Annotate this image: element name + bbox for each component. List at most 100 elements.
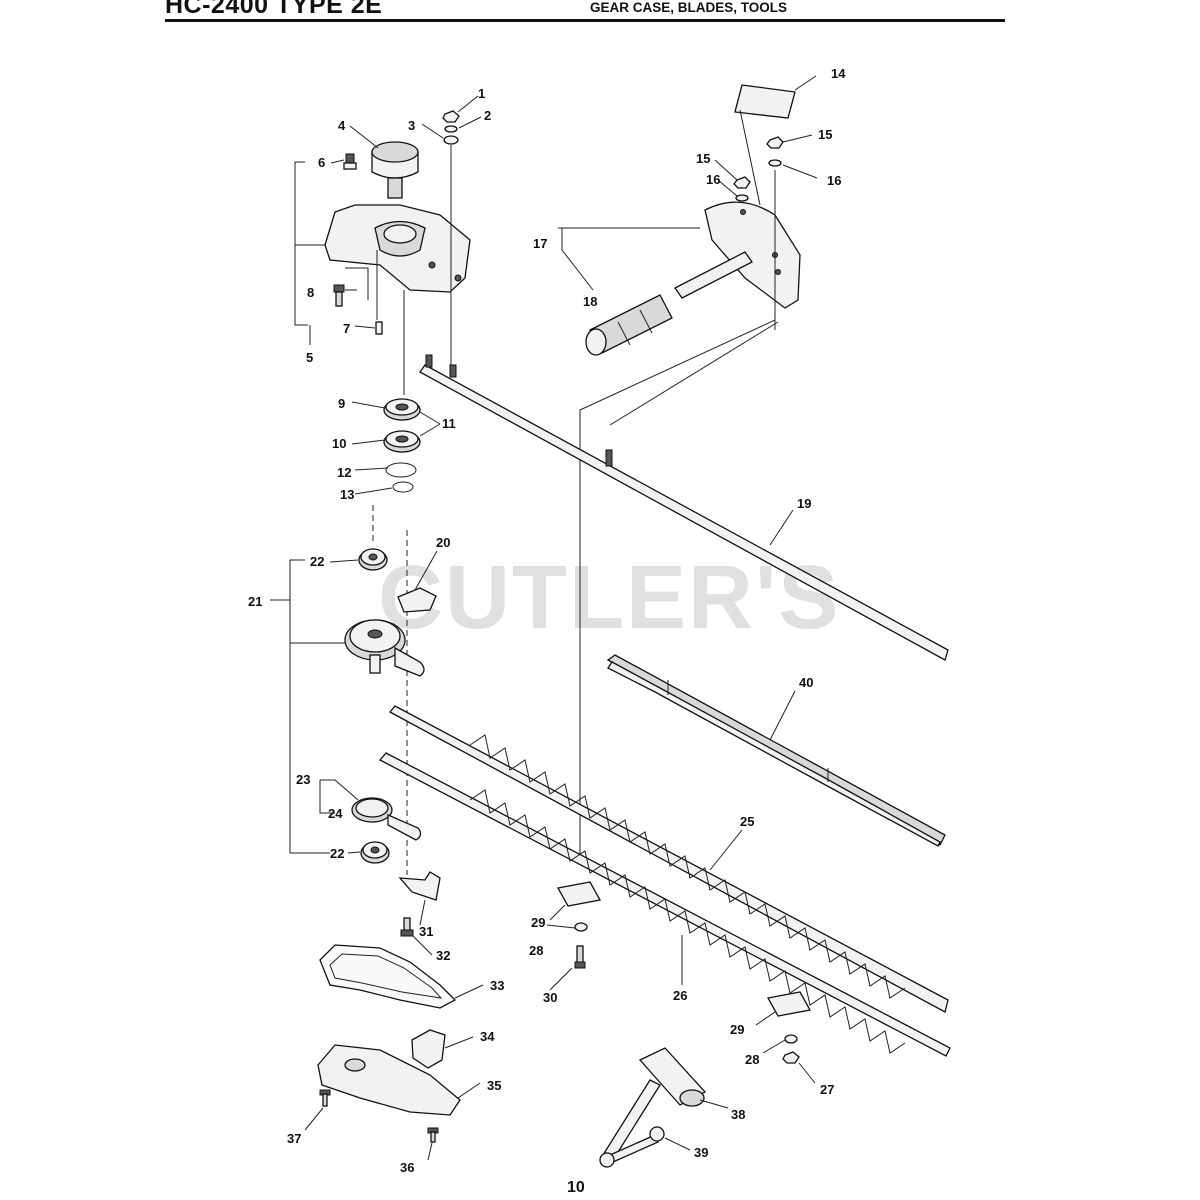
guide-line <box>579 319 776 860</box>
bolt-32-part <box>400 917 414 937</box>
bracket-5 <box>294 161 325 345</box>
guide-31-part <box>398 871 441 901</box>
cover-35-hub <box>344 1058 366 1072</box>
callout-30: 30 <box>543 990 557 1005</box>
callout-9: 9 <box>338 396 345 411</box>
nut-27-part <box>782 1051 800 1064</box>
grease-fitting-part <box>343 153 357 170</box>
callout-21: 21 <box>248 594 262 609</box>
bracket-21 <box>270 559 345 854</box>
callout-29-right: 29 <box>730 1022 744 1037</box>
bearing-9-part <box>383 398 421 421</box>
pin-part <box>375 321 383 335</box>
callout-16-right: 16 <box>827 173 841 188</box>
bearing-22-top-part <box>358 548 388 571</box>
callout-26: 26 <box>673 988 687 1003</box>
snap-ring-13-part <box>392 481 414 493</box>
callout-40: 40 <box>799 675 813 690</box>
callout-10: 10 <box>332 436 346 451</box>
page-number: 10 <box>567 1179 585 1196</box>
grip-18-part <box>585 294 673 356</box>
gear-case-part <box>324 204 471 293</box>
guide-line <box>609 321 779 426</box>
blade-25-part <box>388 705 949 1013</box>
callout-24: 24 <box>328 806 343 821</box>
callout-7: 7 <box>343 321 350 336</box>
eccentric-24-part <box>351 797 422 841</box>
bolt-8-part <box>333 284 345 307</box>
handle-plate-17-part <box>704 201 801 309</box>
callout-16-left: 16 <box>706 172 720 187</box>
callout-labels: 1 2 3 4 5 6 7 8 9 10 11 12 13 14 15 15 1… <box>248 66 846 1175</box>
callout-18: 18 <box>583 294 597 309</box>
callout-33: 33 <box>490 978 504 993</box>
screw-37-part <box>319 1089 331 1107</box>
callout-27: 27 <box>820 1082 834 1097</box>
wrench-39-part <box>599 1126 665 1168</box>
callout-25: 25 <box>740 814 754 829</box>
snap-ring-12-part <box>385 462 417 478</box>
callout-4: 4 <box>338 118 346 133</box>
callout-38: 38 <box>731 1107 745 1122</box>
leader-8 <box>345 267 369 300</box>
bracket-23 <box>319 779 359 814</box>
callout-22-bottom: 22 <box>330 846 344 861</box>
callout-1: 1 <box>478 86 485 101</box>
handle-tube-part <box>674 251 753 299</box>
gasket-33-part <box>319 944 457 1009</box>
header-rule <box>165 19 1005 22</box>
callout-17: 17 <box>533 236 547 251</box>
callout-14: 14 <box>831 66 846 81</box>
callout-28-right: 28 <box>745 1052 759 1067</box>
callout-32: 32 <box>436 948 450 963</box>
callout-19: 19 <box>797 496 811 511</box>
callout-36: 36 <box>400 1160 414 1175</box>
blade-26-part <box>378 752 951 1057</box>
callout-15-left: 15 <box>696 151 710 166</box>
plate-29-center-part <box>556 881 602 907</box>
bracket-34-part <box>411 1029 446 1069</box>
gear-assembly-21-part <box>344 619 425 677</box>
callout-34: 34 <box>480 1029 495 1044</box>
label-14-part <box>734 84 796 119</box>
plate-29-right-part <box>766 991 812 1017</box>
bearing-10-part <box>383 430 421 453</box>
callout-23: 23 <box>296 772 310 787</box>
nut-15-left-part <box>733 176 751 202</box>
pinion-gear-part <box>371 141 419 199</box>
nut-15-right-part <box>766 136 784 167</box>
gasket-33-inner <box>329 953 443 999</box>
callout-6: 6 <box>318 155 325 170</box>
washer-28-center-part <box>574 922 588 932</box>
callout-2: 2 <box>484 108 491 123</box>
callout-29-center: 29 <box>531 915 545 930</box>
blade-cover-40-part <box>606 654 946 847</box>
guide-bar-19-part <box>419 354 949 661</box>
callout-28-center: 28 <box>529 943 543 958</box>
callout-12: 12 <box>337 465 351 480</box>
screw-36-part <box>427 1127 439 1143</box>
callout-5: 5 <box>306 350 313 365</box>
callout-39: 39 <box>694 1145 708 1160</box>
watermark: CUTLER'S <box>378 548 840 648</box>
bracket-17 <box>558 227 700 291</box>
callout-3: 3 <box>408 118 415 133</box>
callout-35: 35 <box>487 1078 501 1093</box>
washer-28-right-part <box>784 1034 798 1044</box>
callout-37: 37 <box>287 1131 301 1146</box>
model-title: HC-2400 TYPE 2E <box>165 0 383 19</box>
callout-8: 8 <box>307 285 314 300</box>
section-title: GEAR CASE, BLADES, TOOLS <box>590 0 788 15</box>
nut-washer-stack-part <box>442 110 460 145</box>
plate-20-part <box>397 587 437 613</box>
callout-31: 31 <box>419 924 433 939</box>
callout-11: 11 <box>442 416 456 431</box>
callout-15-right: 15 <box>818 127 832 142</box>
wrench-38-part <box>602 1047 707 1161</box>
callout-13: 13 <box>340 487 354 502</box>
bolt-30-part <box>574 945 586 969</box>
callout-22-top: 22 <box>310 554 324 569</box>
callout-20: 20 <box>436 535 450 550</box>
bearing-22-bottom-part <box>360 841 390 864</box>
